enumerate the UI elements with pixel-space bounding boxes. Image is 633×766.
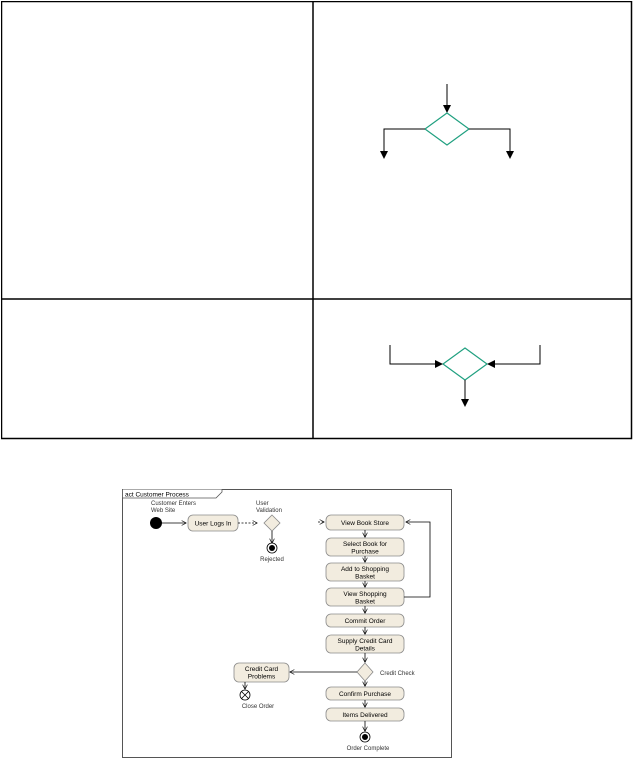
credit-check-label: Credit Check [380,671,416,677]
decision-right-branch [469,128,511,153]
merge-diamond [441,347,489,381]
final-rejected-inner [269,545,275,551]
activity-items-delivered-label: Items Delivered [342,712,388,719]
activity-commit-order-label: Commit Order [345,618,387,625]
activity-view-book-store-label: View Book Store [341,520,389,527]
merge-left-input [389,345,437,365]
activity-add-to-basket-line2: Basket [355,574,375,581]
user-validation-label-line1: User [256,501,269,507]
flow-basket-loop-back [404,522,431,598]
rejected-label: Rejected [260,557,284,563]
merge-right-input [493,345,541,365]
final-order-complete-inner [362,734,368,740]
merge-arrowhead-right [487,360,495,368]
activity-user-logs-in-label: User Logs In [195,521,232,528]
initial-node [150,517,162,529]
activity-supply-credit-card-line1: Supply Credit Card [338,638,393,645]
frame-title-tab [122,489,223,499]
activity-view-basket-line1: View Shopping [343,591,387,598]
decision-diamond [423,112,471,146]
activity-select-book-line1: Select Book for [343,541,388,548]
order-complete-label: Order Complete [347,746,390,752]
activity-view-basket-line2: Basket [355,599,375,606]
close-order-label: Close Order [242,704,274,710]
notation-table [1,1,633,440]
activity-diagram: act Customer Process Customer Enters Web… [122,489,452,758]
table-border [1,1,633,440]
activity-credit-card-problems [233,662,290,683]
merge-example [389,345,541,407]
initial-label-line2: Web Site [151,508,176,514]
decision-arrowhead-right [506,151,514,159]
activity-select-book-line2: Purchase [351,549,379,556]
user-validation-label-line2: Validation [256,508,282,514]
merge-arrowhead-left [435,360,443,368]
decision-left-branch [383,128,425,153]
activity-confirm-purchase-label: Confirm Purchase [339,691,391,698]
decision-arrowhead-in [443,105,451,113]
activity-credit-card-problems-line1: Credit Card [245,666,279,673]
initial-label-line1: Customer Enters [151,501,196,507]
activity-supply-credit-card-line2: Details [355,646,376,653]
activity-credit-card-problems-line2: Problems [248,674,276,681]
decision-arrowhead-left [380,151,388,159]
frame-title: act Customer Process [125,492,190,499]
activity-add-to-basket-line1: Add to Shopping [341,566,389,573]
merge-arrowhead-out [461,399,469,407]
flow-final-close-x2 [241,691,249,699]
decision-example [380,84,514,159]
